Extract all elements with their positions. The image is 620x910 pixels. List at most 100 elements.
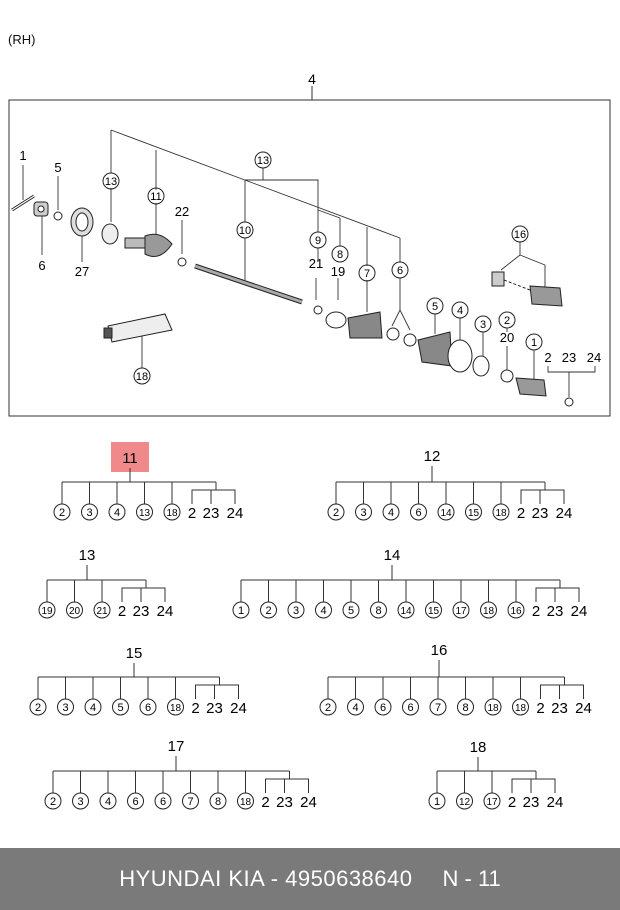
assembly-group	[8, 86, 611, 417]
kit-item-label: 2	[50, 796, 56, 808]
kit-item-label: 8	[375, 605, 381, 617]
assembly-frame	[8, 99, 611, 417]
side-label: (RH)	[8, 32, 36, 47]
kit-item-circle	[492, 503, 510, 521]
kit-tail-label: 24	[571, 603, 588, 620]
callout-20: 20	[500, 330, 514, 345]
kit-item-circle	[452, 601, 470, 619]
kit-tail-bracket	[195, 684, 239, 699]
clamp-part-19	[325, 311, 347, 329]
kit-tail-label: 24	[547, 794, 564, 811]
callout-4: 4	[457, 305, 463, 317]
kit-item-label: 2	[325, 702, 331, 714]
grease-tube-part	[103, 313, 173, 343]
exploded-circle-labels: 13 11 10 13 9 8 7 6 16 5 4 3 2 1 18	[105, 155, 537, 383]
kit-tail-label: 23	[203, 505, 220, 522]
inner-joint-assy-16	[491, 271, 563, 307]
kit-item-circle	[315, 601, 332, 619]
kit-item-circle	[84, 698, 102, 716]
kit-tail-label: 23	[206, 700, 223, 717]
kit-tail-label: 2	[508, 794, 516, 811]
kit-item-circle	[425, 601, 442, 619]
kit-item-circle	[287, 601, 305, 619]
callout-6b: 6	[397, 265, 403, 277]
callout-11: 11	[150, 191, 161, 203]
kit-item-label: 8	[462, 702, 468, 714]
kit-item-label: 1	[238, 605, 244, 617]
callout-24: 24	[587, 350, 601, 365]
kit-item-circle	[370, 601, 387, 619]
kit-item-circle	[465, 503, 482, 521]
kit-item-circle	[108, 503, 126, 521]
kit-item-circle	[209, 792, 227, 810]
kit-item-circle	[99, 792, 117, 810]
ring-part-3	[472, 355, 490, 377]
washer-part-b	[564, 397, 574, 407]
kit-item-circle	[507, 601, 525, 619]
callout-2b: 2	[544, 350, 551, 365]
kit-item-label: 15	[468, 508, 480, 519]
kit-item-circle	[136, 503, 153, 521]
callout-1: 1	[19, 148, 26, 163]
kit-item-label: 2	[59, 507, 65, 519]
pin-part	[11, 194, 35, 212]
kit-highlight	[111, 442, 149, 472]
kit-item-circle	[319, 698, 337, 716]
kit-tail-label: 24	[575, 700, 592, 717]
kit-item-circle	[66, 601, 83, 619]
kit-tail-label: 23	[532, 505, 549, 522]
kit-tail-label: 24	[300, 794, 317, 811]
kit-item-circle	[484, 698, 502, 716]
kit-item-circle	[327, 503, 345, 521]
kit-tail-label: 23	[276, 794, 293, 811]
callout-9: 9	[315, 235, 321, 247]
washer-part	[53, 211, 63, 221]
kit-item-label: 3	[86, 507, 92, 519]
kit-item-label: 16	[510, 606, 522, 617]
kit-item-label: 6	[407, 702, 413, 714]
footer-ref: N - 11	[442, 866, 501, 891]
kit-item-label: 6	[380, 702, 386, 714]
kit-item-circle	[374, 698, 392, 716]
kit-item-label: 17	[455, 606, 467, 617]
callout-22: 22	[175, 204, 189, 219]
callout-5: 5	[54, 160, 61, 175]
kit-item-label: 3	[62, 702, 68, 714]
kit-item-label: 4	[105, 796, 111, 808]
kit-tail-label: 2	[261, 794, 269, 811]
kit-item-label: 7	[187, 796, 193, 808]
kit-item-label: 3	[360, 507, 366, 519]
kit-tail-bracket	[265, 778, 309, 793]
kit-tail-bracket	[191, 489, 236, 504]
kit-tail-label: 23	[133, 603, 150, 620]
callout-5b: 5	[432, 301, 438, 313]
kit-item-circle	[112, 698, 129, 716]
kit-item-circle	[355, 503, 372, 521]
kit-tail-bracket	[540, 684, 584, 699]
kit-label: 17	[168, 738, 185, 755]
ring-part-4	[447, 339, 473, 373]
kit-item-circle	[347, 698, 364, 716]
kit-item-label: 13	[139, 508, 151, 519]
kit-item-label: 21	[96, 606, 108, 617]
kit-tail-label: 23	[547, 603, 564, 620]
kit-item-circle	[93, 601, 111, 619]
kit-label: 12	[424, 448, 441, 465]
kit-item-circle	[53, 503, 71, 521]
kit-tail-label: 23	[523, 794, 540, 811]
kit-item-circle	[457, 698, 474, 716]
kit-item-circle	[437, 503, 455, 521]
seal-part	[101, 223, 119, 245]
kit-tail-label: 2	[191, 700, 199, 717]
callout-10: 10	[239, 225, 251, 237]
kit-item-circle	[57, 698, 74, 716]
kit-tail-bracket	[535, 587, 580, 602]
kit-item-label: 14	[400, 606, 412, 617]
kit-item-circle	[81, 503, 98, 521]
kit-tail-bracket	[520, 489, 565, 504]
kit-item-label: 18	[515, 703, 527, 714]
kit-tail-label: 2	[532, 603, 540, 620]
